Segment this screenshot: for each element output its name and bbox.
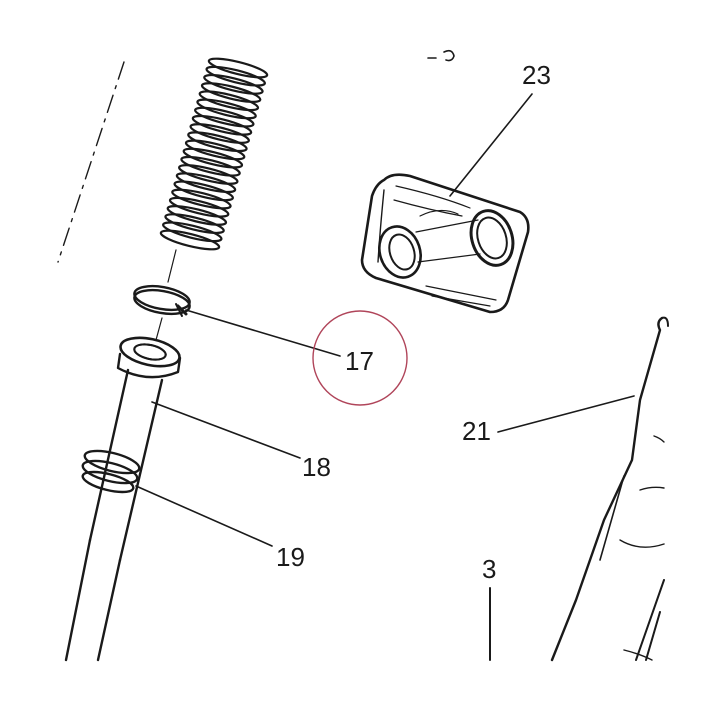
spring-coil-turn [162,221,223,243]
callout-23: 23 [522,60,551,90]
spring-coil-turn [164,213,225,235]
spring-coil-turn [194,106,255,128]
spring-coil-turn [189,123,250,144]
leader-line-23 [449,93,533,197]
spring-coil-turn [173,180,234,202]
spring-coil-turn [187,131,248,153]
spring-coil-turn [168,196,230,218]
coil-part-19 [81,449,141,494]
spring-axis-line-lower [155,317,163,341]
leader-line-18 [151,401,301,459]
spring-coil-turn [178,164,239,185]
spring-coil-turn [200,82,262,103]
spring-coil-turn [184,139,246,161]
spring-coil-turn [182,147,244,169]
axis-dashed-line [57,61,125,263]
callout-3: 3 [482,554,496,584]
callout-18: 18 [302,452,331,482]
highlight-circle [312,310,408,406]
callout-19: 19 [276,542,305,572]
cropped-label-fragment [427,49,455,62]
spring-axis-line [167,249,177,283]
leader-line-21 [497,395,635,433]
leader-line-19 [135,485,273,547]
leader-line-17 [185,309,341,357]
housing-part-21 [550,316,669,662]
tube-part-18 [64,336,182,662]
coil-spring [159,57,269,251]
spring-coil-turn [196,98,257,120]
spring-coil-turn [198,90,260,112]
spring-coil-turn [166,205,228,226]
spring-coil-turn [171,188,232,210]
spring-coil-turn [180,155,241,177]
spring-coil-turn [205,65,266,87]
split-ring-part-17 [133,284,191,317]
spring-coil-turn [175,172,237,194]
bore-block-part-23 [360,173,530,314]
callout-21: 21 [462,416,491,446]
spring-coil-turn [159,229,221,251]
spring-coil-turn [203,73,264,95]
callout-17: 17 [345,346,374,376]
spring-coil-turn [207,57,269,79]
spring-coil-turn [191,114,253,136]
